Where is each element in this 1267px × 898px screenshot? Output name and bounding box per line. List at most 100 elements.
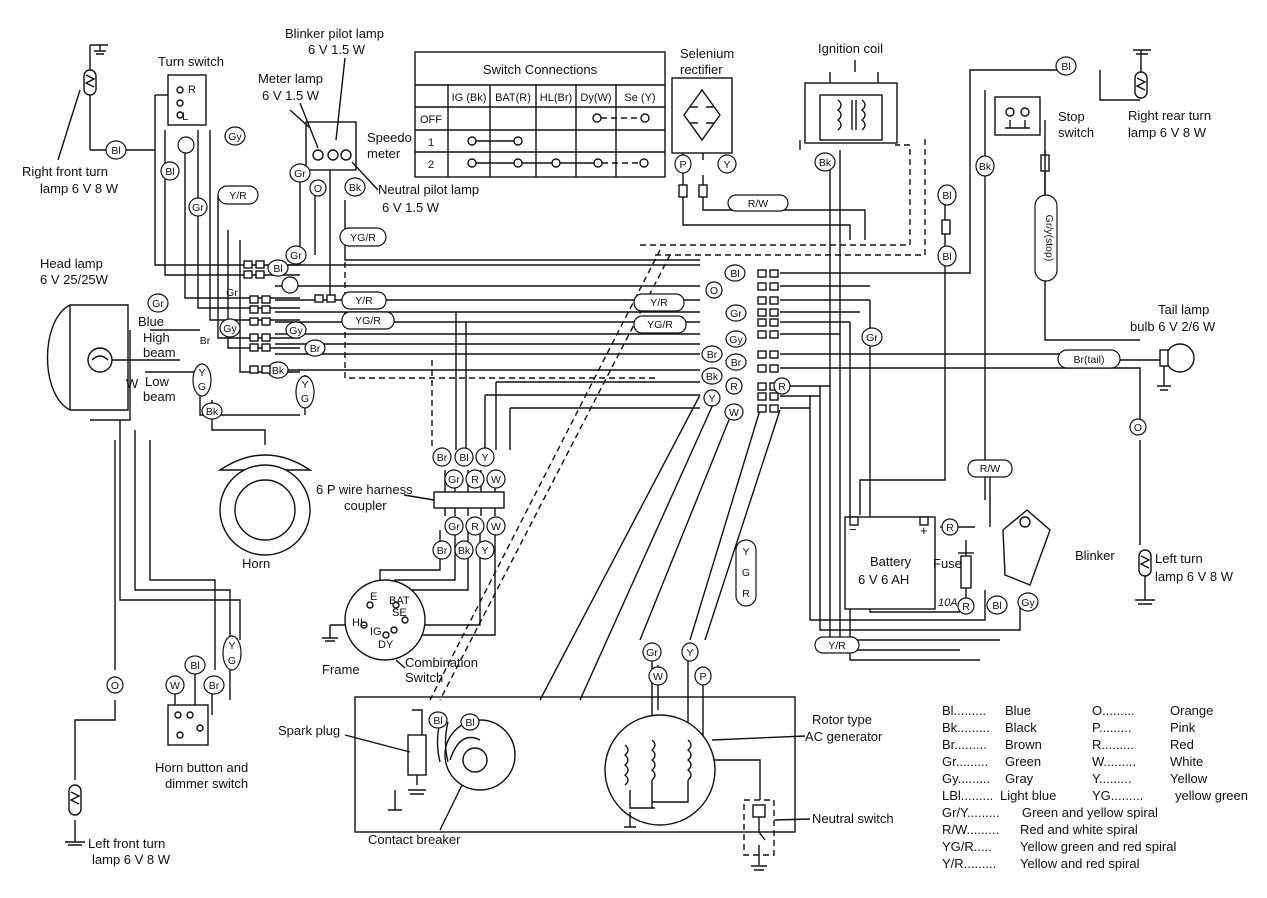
tag-yg-r: YG/R: [355, 315, 381, 327]
switch-row-2: 2: [428, 159, 434, 171]
legend-name: White: [1170, 754, 1203, 769]
tag-bl: Bl: [273, 263, 282, 275]
tag-y: Y: [742, 546, 749, 558]
head-lamp-label-1: Head lamp: [40, 256, 103, 271]
combo-ig: IG: [370, 626, 382, 638]
connection-marks: [467, 113, 650, 168]
tag-w: W: [653, 671, 663, 683]
tag-w: W: [729, 407, 739, 419]
right-front-turn-label-2: lamp 6 V 8 W: [40, 181, 119, 196]
combo-switch-label-1: Combination: [405, 655, 478, 670]
right-front-turn-lamp: [57, 44, 108, 161]
battery-plus: +: [920, 523, 928, 538]
legend-code: Y/R.........: [942, 856, 996, 871]
speedo-label-1: Speedo: [367, 130, 412, 145]
selenium-rectifier: [671, 77, 733, 198]
blinker: [1002, 509, 1051, 586]
meter-lamp-label-1: Meter lamp: [258, 71, 323, 86]
selenium-label-1: Selenium: [680, 46, 734, 61]
legend-code: Gr.........: [942, 754, 988, 769]
tag-g: G: [198, 381, 206, 393]
legend-name: Green: [1005, 754, 1041, 769]
blinker-pilot-label-1: Blinker pilot lamp: [285, 26, 384, 41]
spark-plug-label: Spark plug: [278, 723, 340, 738]
tag-bl: Bl: [190, 660, 199, 672]
tag-o: O: [111, 680, 119, 692]
combo-bat: BAT: [389, 595, 410, 607]
tag-gy: Gy: [228, 131, 242, 143]
tail-lamp-label-1: Tail lamp: [1158, 302, 1209, 317]
legend-name: Light blue: [1000, 788, 1056, 803]
legend-code: W.........: [1092, 754, 1136, 769]
tag-bk: Bk: [206, 406, 219, 418]
legend-name: Orange: [1170, 703, 1213, 718]
neutral-pilot-label-1: Neutral pilot lamp: [378, 182, 479, 197]
battery: [844, 516, 936, 610]
color-legend: Bl......... Blue Bk......... Black Br...…: [942, 703, 1248, 871]
spark-plug: [388, 709, 427, 811]
legend-col-1: Bl......... Blue Bk......... Black Br...…: [942, 703, 1056, 803]
speedo-meter: [289, 109, 357, 171]
tag-y: Y: [686, 647, 693, 659]
tag-r: R: [471, 521, 479, 533]
tag-r-w: R/W: [980, 463, 1001, 475]
neutral-switch-label: Neutral switch: [812, 811, 894, 826]
legend-code: Br.........: [942, 737, 987, 752]
combo-e: E: [370, 591, 377, 603]
speedo-label-2: meter: [367, 146, 401, 161]
combination-switch: [322, 579, 426, 661]
tag-br: Br: [200, 335, 211, 347]
tag-br: Br: [437, 452, 448, 464]
legend-name: Gray: [1005, 771, 1034, 786]
stop-switch: [994, 96, 1050, 195]
tag-bl: Bl: [992, 600, 1001, 612]
tag-gr: Gr: [152, 298, 164, 310]
legend-code: R.........: [1092, 737, 1134, 752]
frame-label: Frame: [322, 662, 360, 677]
turn-switch-label: Turn switch: [158, 54, 224, 69]
legend-code: YG.........: [1092, 788, 1143, 803]
legend-code: Gy.........: [942, 771, 990, 786]
tag-p: P: [699, 671, 706, 683]
tag-g: G: [228, 655, 236, 667]
tag-bl: Bl: [942, 251, 951, 263]
tag-r: R: [471, 474, 479, 486]
tag-y: Y: [228, 640, 235, 652]
switch-table-title: Switch Connections: [483, 62, 598, 77]
tag-r: R: [962, 601, 970, 613]
right-rear-turn-label-2: lamp 6 V 8 W: [1128, 125, 1207, 140]
tag-y: Y: [723, 159, 730, 171]
high-beam-label-2: beam: [143, 345, 176, 360]
legend-code: Bl.........: [942, 703, 986, 718]
tag-gy: Gy: [1021, 597, 1035, 609]
left-turn-lamp: [1135, 549, 1155, 605]
combo-hl: HL: [352, 617, 366, 629]
legend-name: Blue: [1005, 703, 1031, 718]
legend-code: Bk.........: [942, 720, 990, 735]
tag-y-r: Y/R: [650, 297, 668, 309]
tag-gr: Gr: [730, 308, 742, 320]
blinker-pilot-label-2: 6 V 1.5 W: [308, 42, 366, 57]
tag-bk: Bk: [458, 545, 471, 557]
tag-w: W: [491, 521, 501, 533]
tag-bk: Bk: [979, 161, 992, 173]
tag-bl: Bl: [1061, 61, 1070, 73]
tag-p: P: [679, 159, 686, 171]
legend-name: Red: [1170, 737, 1194, 752]
wire-tags: Bl Bl Gy Gr Gr O Bk Y/R YG/R Gr Bl Gr Gr…: [105, 56, 1147, 731]
tag-bl: Bl: [433, 715, 442, 727]
tag-gr: Gr: [192, 202, 204, 214]
ignition-coil: [804, 60, 898, 144]
tag-r: R: [946, 522, 954, 534]
legend-code: O.........: [1092, 703, 1135, 718]
headlamp-w-mark: W: [126, 376, 139, 391]
horn-label: Horn: [242, 556, 270, 571]
tag-o: O: [710, 285, 718, 297]
legend-name: Red and white spiral: [1020, 822, 1138, 837]
turn-switch-l: L: [182, 111, 188, 123]
tail-lamp: [1157, 343, 1195, 391]
tag-r-w: R/W: [748, 198, 769, 210]
tag-gr: Gr: [448, 474, 460, 486]
tag-gr: Gr: [290, 250, 302, 262]
high-beam-label-1: High: [143, 330, 170, 345]
